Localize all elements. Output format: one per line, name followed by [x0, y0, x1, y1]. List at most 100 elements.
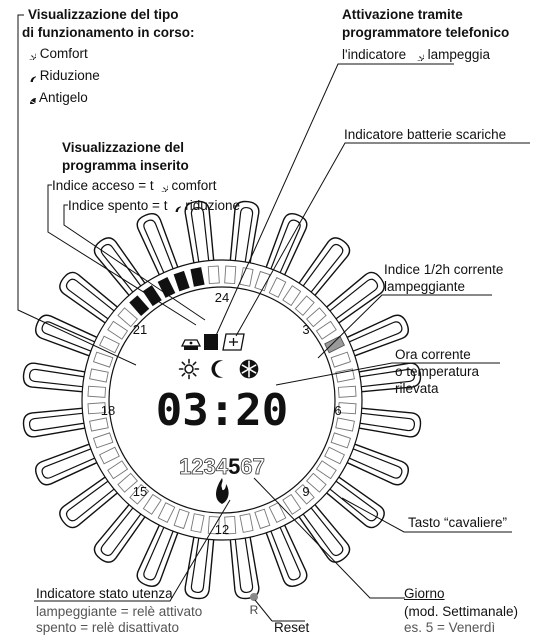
hour-label: 9	[302, 484, 309, 499]
program-segment	[107, 460, 129, 480]
rider-tab[interactable]	[134, 211, 179, 276]
rider-tab[interactable]	[359, 406, 422, 438]
rider-tab[interactable]	[22, 362, 85, 394]
current-time-line2: o temperatura	[395, 364, 480, 379]
phone-icon	[180, 339, 202, 350]
mode-display-title-line1: Visualizzazione del tipo	[28, 7, 179, 22]
mode-item-riduzione: Riduzione	[22, 68, 100, 84]
program-segment	[92, 432, 114, 449]
rider-tab[interactable]	[22, 406, 85, 438]
mode-item-label: Comfort	[39, 46, 88, 61]
program-segment	[282, 285, 302, 307]
rider-tab[interactable]	[326, 269, 388, 325]
mode-item-antigelo: Antigelo	[22, 90, 88, 106]
phone-activation-title-line2: programmatore telefonico	[342, 25, 510, 40]
rider-tab[interactable]	[91, 234, 147, 296]
mode-item-comfort: Comfort	[22, 46, 88, 62]
days-before: 1234	[179, 454, 229, 479]
current-time-line1: Ora corrente	[395, 347, 471, 362]
reset-label: Reset	[274, 620, 310, 635]
program-segment	[224, 515, 237, 535]
hour-labels: 24 3 6 9 12 15 18 21	[101, 290, 342, 537]
program-segment	[335, 417, 355, 432]
day-indicator: 1234567	[179, 454, 265, 479]
mode-item-label: Antigelo	[39, 90, 88, 105]
rider-tab[interactable]	[228, 537, 260, 600]
sun-icon	[22, 46, 36, 60]
hour-label: 12	[215, 522, 229, 537]
program-segment	[254, 508, 271, 530]
mode-item-label: Riduzione	[39, 68, 100, 83]
program-segment	[107, 320, 129, 340]
program-segment	[315, 320, 337, 340]
half-hour-line2: lampeggiante	[384, 279, 466, 294]
program-segment	[254, 270, 271, 292]
program-off-line: Indice spento = t riduzione	[68, 198, 240, 214]
program-segment	[173, 270, 190, 292]
program-segment	[294, 295, 315, 316]
snowflake-icon	[22, 90, 36, 104]
program-segment	[157, 502, 176, 523]
program-segment	[224, 265, 237, 285]
current-time-line3: rilevata	[395, 381, 439, 396]
phone-activation-title-line1: Attivazione tramite	[342, 7, 463, 22]
program-segment	[157, 277, 176, 298]
program-segment	[294, 484, 315, 505]
battery-label: Indicatore batterie scariche	[344, 127, 507, 142]
rider-tab[interactable]	[264, 211, 309, 276]
program-segment	[330, 432, 352, 449]
days-after: 67	[240, 454, 264, 479]
rider-tab[interactable]	[33, 312, 98, 357]
sun-icon	[154, 178, 168, 192]
program-segment	[207, 265, 220, 285]
program-segment	[129, 484, 150, 505]
rider-tab[interactable]	[184, 537, 216, 600]
rider-tab[interactable]	[326, 476, 388, 532]
hour-label: 15	[133, 484, 147, 499]
utility-status-line2: spento = relè disattivato	[36, 620, 179, 635]
day-title: Giorno	[404, 586, 445, 601]
program-display-title-line1: Visualizzazione del	[62, 140, 185, 155]
program-segment	[190, 513, 205, 533]
program-segment	[315, 460, 337, 480]
leader-lines	[17, 14, 530, 622]
snowflake-icon	[238, 358, 260, 380]
battery-icon	[222, 333, 245, 351]
current-day: 5	[228, 454, 240, 479]
program-segment	[99, 446, 120, 465]
rider-tab[interactable]	[56, 476, 118, 532]
program-segment	[190, 267, 205, 287]
off-prefix: Indice spento = t	[68, 198, 168, 213]
sun-icon	[410, 47, 424, 61]
rider-tab[interactable]	[56, 269, 118, 325]
moon-icon	[167, 198, 181, 212]
phone-activation-desc: l'indicatore lampeggia	[342, 47, 490, 63]
rider-tab[interactable]	[33, 442, 98, 487]
desc-before: l'indicatore	[342, 47, 407, 62]
on-prefix: Indice acceso = t	[52, 178, 154, 193]
half-hour-line1: Indice 1/2h corrente	[384, 262, 504, 277]
day-line1: (mod. Settimanale)	[404, 604, 519, 619]
program-segment	[129, 295, 150, 316]
rider-tab[interactable]	[184, 200, 216, 263]
program-segment	[117, 307, 138, 328]
program-segment	[268, 277, 287, 298]
rider-tab[interactable]	[347, 442, 412, 487]
program-segment	[173, 508, 190, 530]
rider-tab[interactable]	[298, 504, 354, 566]
reset-button[interactable]	[250, 593, 258, 601]
hour-label: 21	[133, 322, 147, 337]
program-segment	[89, 417, 109, 432]
rider-tab[interactable]	[298, 234, 354, 296]
program-segment	[239, 513, 254, 533]
rider-tab[interactable]	[228, 200, 260, 263]
rider-tab[interactable]	[91, 504, 147, 566]
program-segment	[142, 493, 162, 515]
program-segment	[337, 385, 357, 398]
program-segment	[87, 385, 107, 398]
desc-after: lampeggia	[427, 47, 490, 62]
rider-tab[interactable]	[264, 525, 309, 590]
hour-label: 18	[101, 403, 115, 418]
rider-tab[interactable]	[134, 525, 179, 590]
rider-tab[interactable]	[347, 312, 412, 357]
